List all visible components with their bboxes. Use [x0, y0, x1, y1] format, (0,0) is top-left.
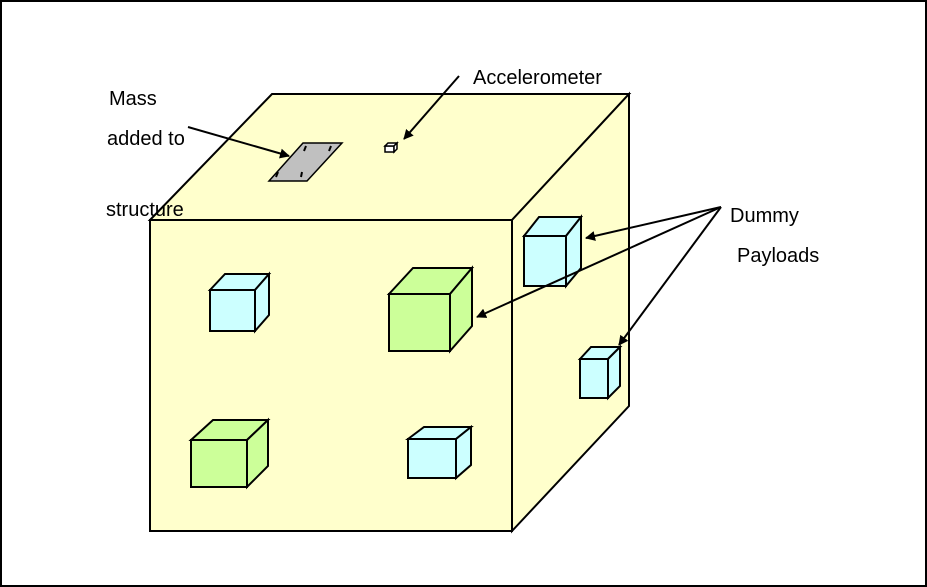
payload-side-lower: [577, 344, 623, 401]
label-mass-line1: Mass: [109, 88, 157, 110]
payload-front-bottom-right: [405, 424, 474, 481]
label-accelerometer: Accelerometer: [473, 67, 602, 89]
label-mass-line3: structure: [106, 199, 184, 221]
arrow-dummy-1: [585, 206, 722, 241]
accelerometer-sensor: [383, 141, 399, 154]
arrow-dummy-2: [476, 206, 722, 318]
payload-side-upper: [521, 214, 584, 289]
label-dummy-line2: Payloads: [737, 245, 819, 267]
arrow-dummy-3: [618, 206, 722, 346]
label-mass-line2: added to: [107, 128, 185, 150]
mass-plate: [267, 142, 344, 182]
leader-arrows: [187, 75, 722, 346]
label-dummy-line1: Dummy: [730, 205, 799, 227]
arrow-mass: [187, 126, 290, 159]
payload-front-bottom-left: [188, 417, 271, 490]
payload-front-top-right: [386, 265, 475, 354]
arrow-accelerometer: [403, 75, 460, 140]
payload-front-top-left: [207, 271, 272, 334]
